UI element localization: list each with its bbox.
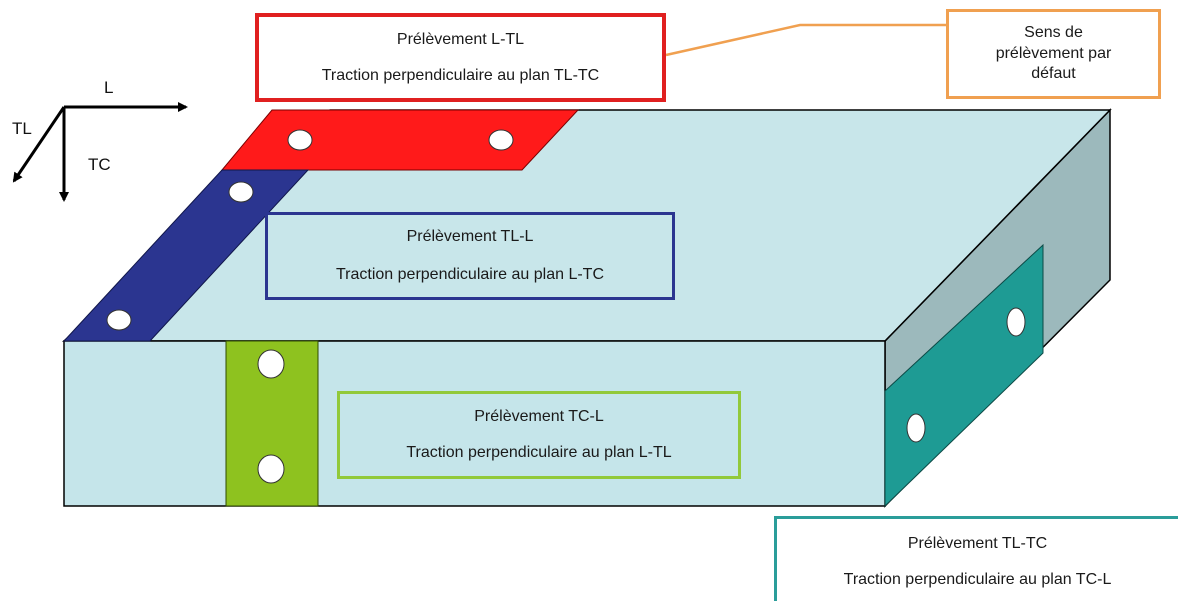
specimen-l-tl-hole xyxy=(488,129,514,151)
default-direction-connector xyxy=(665,23,946,57)
specimen-tl-tc-hole xyxy=(906,413,926,443)
specimen-tl-l xyxy=(62,169,310,342)
axis-label-tc: TC xyxy=(88,155,111,174)
specimen-tl-l-hole xyxy=(106,309,132,331)
label-default-direction-line3: défaut xyxy=(1031,65,1076,83)
label-tl-tc: Prélèvement TL-TC Traction perpendiculai… xyxy=(774,516,1178,601)
label-tl-tc-title: Prélèvement TL-TC xyxy=(907,535,1048,552)
label-l-tl: Prélèvement L-TL Traction perpendiculair… xyxy=(255,13,666,102)
axis-label-l: L xyxy=(104,78,114,97)
specimen-l-tl-hole xyxy=(287,129,313,151)
label-tl-l-title: Prélèvement TL-L xyxy=(406,228,534,245)
specimen-tc-l-hole xyxy=(257,349,285,379)
specimen-tl-tc-hole xyxy=(1006,307,1026,337)
axis-label-tl: TL xyxy=(12,119,32,138)
label-tl-l: Prélèvement TL-L Traction perpendiculair… xyxy=(265,212,675,300)
label-l-tl-subtitle: Traction perpendiculaire au plan TL-TC xyxy=(321,66,600,84)
label-tc-l-subtitle: Traction perpendiculaire au plan L-TL xyxy=(406,444,672,461)
label-default-direction-line1: Sens de xyxy=(1024,23,1083,41)
label-tc-l: Prélèvement TC-L Traction perpendiculair… xyxy=(337,391,741,479)
axis-tl-arrow xyxy=(12,106,66,183)
label-tl-tc-subtitle: Traction perpendiculaire au plan TC-L xyxy=(843,571,1112,588)
label-l-tl-title: Prélèvement L-TL xyxy=(396,30,525,48)
specimen-tl-tc xyxy=(884,243,1044,508)
specimen-tc-l-hole xyxy=(257,454,285,484)
specimen-l-tl xyxy=(220,109,580,171)
label-tl-l-subtitle: Traction perpendiculaire au plan L-TC xyxy=(336,266,604,283)
label-tc-l-title: Prélèvement TC-L xyxy=(474,408,604,425)
specimen-tl-l-hole xyxy=(228,181,254,203)
label-default-direction-line2: prélèvement par xyxy=(995,44,1112,62)
label-default-direction: Sens de prélèvement par défaut xyxy=(946,9,1161,99)
